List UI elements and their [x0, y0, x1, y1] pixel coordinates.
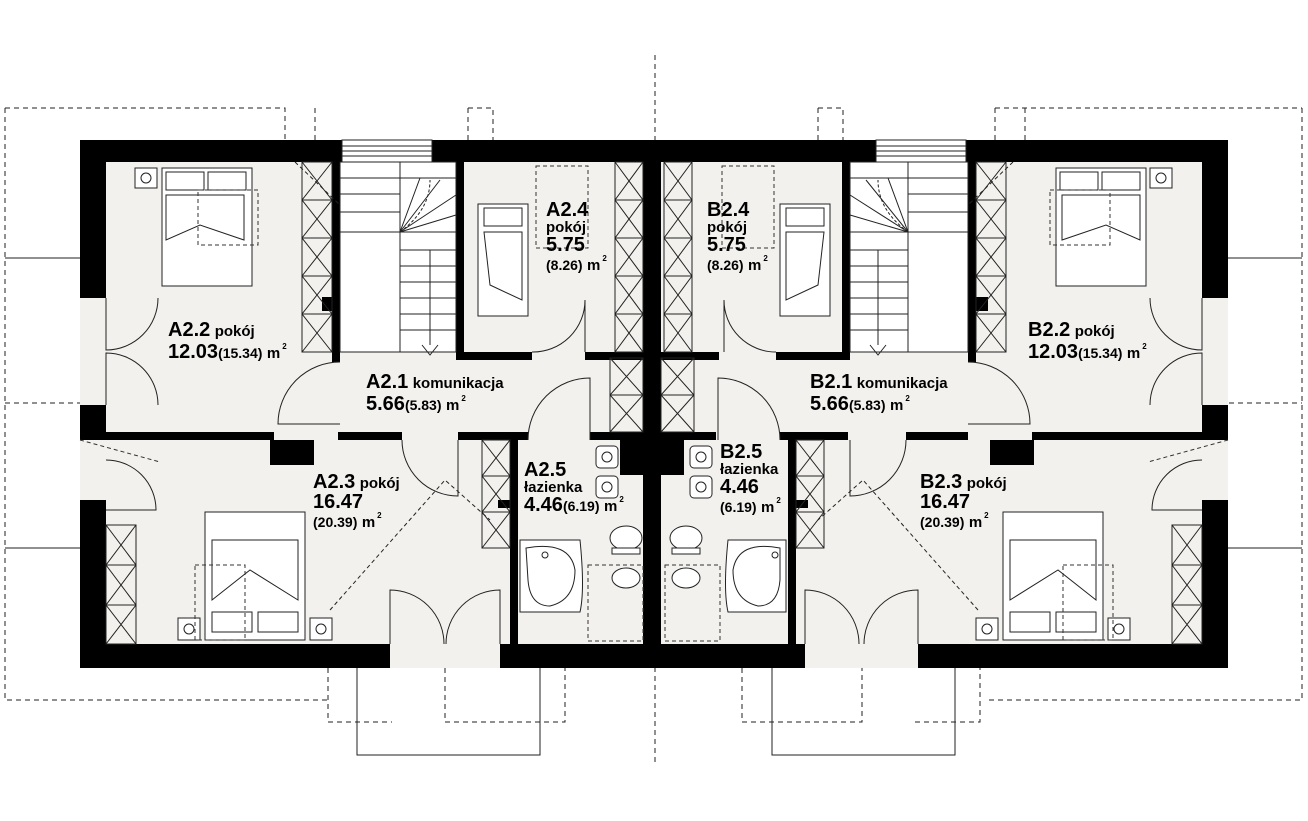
staircase-a [294, 161, 457, 356]
room-name: pokój [214, 323, 255, 340]
area-unit: m [361, 514, 376, 531]
room-code: B2.4 [707, 199, 750, 221]
area-unit-exponent: 2 [984, 511, 989, 520]
room-area: 5.75 [707, 234, 746, 256]
external-lines [5, 257, 1302, 756]
room-gross-area: (6.19) [562, 498, 600, 514]
area-unit-exponent: 2 [776, 496, 781, 505]
room-name: pokój [707, 219, 747, 236]
area-unit-exponent: 2 [763, 254, 768, 263]
area-unit: m [1126, 345, 1141, 362]
room-name: pokój [966, 475, 1007, 492]
room-area: 4.46 [720, 476, 759, 498]
room-name: pokój [359, 475, 400, 492]
area-unit: m [266, 345, 281, 362]
room-area: 16.47 [920, 491, 971, 513]
room-gross-area: (6.19) [720, 499, 757, 515]
room-name: komunikacja [856, 375, 948, 392]
wardrobes [105, 161, 1203, 645]
dashed-furniture [79, 165, 1229, 642]
room-code: A2.4 [546, 199, 589, 221]
room-code: A2.1 [366, 371, 409, 393]
room-code: B2.2 [1028, 319, 1071, 341]
area-unit: m [748, 257, 762, 274]
room-area: 12.03 [168, 341, 219, 363]
room-gross-area: (5.83) [404, 397, 442, 413]
area-unit: m [445, 397, 460, 414]
room-gross-area: (8.26) [546, 257, 583, 273]
room-area: 5.66 [366, 393, 405, 415]
room-name: łazienka [720, 461, 779, 478]
room-area: 4.46 [524, 494, 563, 516]
room-gross-area: (15.34) [218, 345, 263, 361]
area-unit: m [968, 514, 983, 531]
room-name: łazienka [524, 479, 583, 496]
area-unit-exponent: 2 [377, 511, 382, 520]
area-unit-exponent: 2 [1142, 342, 1147, 351]
area-unit-exponent: 2 [282, 342, 287, 351]
area-unit: m [603, 498, 618, 515]
room-gross-area: (8.26) [707, 257, 744, 273]
area-unit-exponent: 2 [602, 254, 607, 263]
room-code: A2.3 [313, 471, 356, 493]
room-area: 5.66 [810, 393, 849, 415]
room-code: B2.3 [920, 471, 963, 493]
bathroom-fixtures [519, 445, 787, 613]
room-gross-area: (20.39) [313, 514, 358, 530]
room-code: B2.5 [720, 441, 763, 463]
doors [105, 297, 1203, 645]
walls [80, 140, 1228, 668]
area-unit: m [761, 499, 775, 516]
room-area: 5.75 [546, 234, 585, 256]
room-gross-area: (15.34) [1078, 345, 1123, 361]
room-code: A2.2 [168, 319, 211, 341]
stair-windows [341, 139, 967, 163]
area-unit: m [889, 397, 904, 414]
area-unit: m [587, 257, 601, 274]
area-unit-exponent: 2 [461, 394, 466, 403]
room-name: pokój [1074, 323, 1115, 340]
room-code: A2.5 [524, 459, 567, 481]
room-gross-area: (20.39) [920, 514, 965, 530]
room-name: pokój [546, 219, 586, 236]
area-unit-exponent: 2 [619, 495, 624, 504]
room-area: 16.47 [313, 491, 364, 513]
room-gross-area: (5.83) [848, 397, 886, 413]
beds [134, 167, 1173, 641]
room-area: 12.03 [1028, 341, 1079, 363]
room-name: komunikacja [412, 375, 504, 392]
room-code: B2.1 [810, 371, 853, 393]
area-unit-exponent: 2 [905, 394, 910, 403]
staircase-b [849, 161, 1014, 356]
